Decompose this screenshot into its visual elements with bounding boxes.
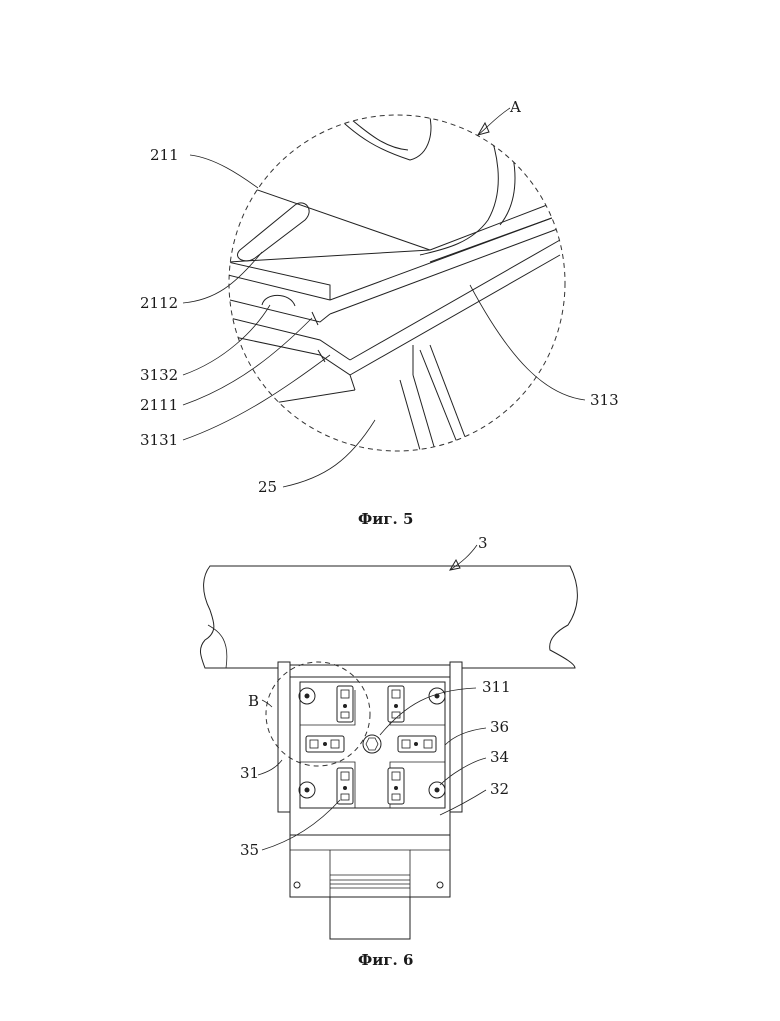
detail-marker-a: A <box>509 98 521 116</box>
label-3: 3 <box>478 534 488 552</box>
central-bolt-311 <box>363 735 381 753</box>
top-strip <box>290 665 450 677</box>
label-2111: 2111 <box>140 396 178 414</box>
label-36: 36 <box>490 718 509 736</box>
figure-5: 211 2112 3132 2111 3131 25 313 A Фиг. 5 <box>140 98 619 528</box>
beam-3 <box>200 566 577 668</box>
label-3132: 3132 <box>140 366 178 384</box>
label-2112: 2112 <box>140 294 178 312</box>
label-311: 311 <box>482 678 511 696</box>
figure-5-caption: Фиг. 5 <box>358 510 413 528</box>
label-34: 34 <box>490 748 509 766</box>
figure-6-caption: Фиг. 6 <box>358 951 413 969</box>
side-plate-left <box>278 662 290 812</box>
label-31: 31 <box>240 764 259 782</box>
detail-marker-b: B <box>248 692 259 710</box>
label-313: 313 <box>590 391 619 409</box>
label-211: 211 <box>150 146 179 164</box>
label-35: 35 <box>240 841 259 859</box>
detail-a-contents <box>200 110 560 450</box>
label-32: 32 <box>490 780 509 798</box>
label-25: 25 <box>258 478 277 496</box>
lower-extension <box>330 897 410 939</box>
figure-6: 3 311 36 34 32 31 35 B Фиг. 6 <box>200 534 577 969</box>
label-3131: 3131 <box>140 431 178 449</box>
